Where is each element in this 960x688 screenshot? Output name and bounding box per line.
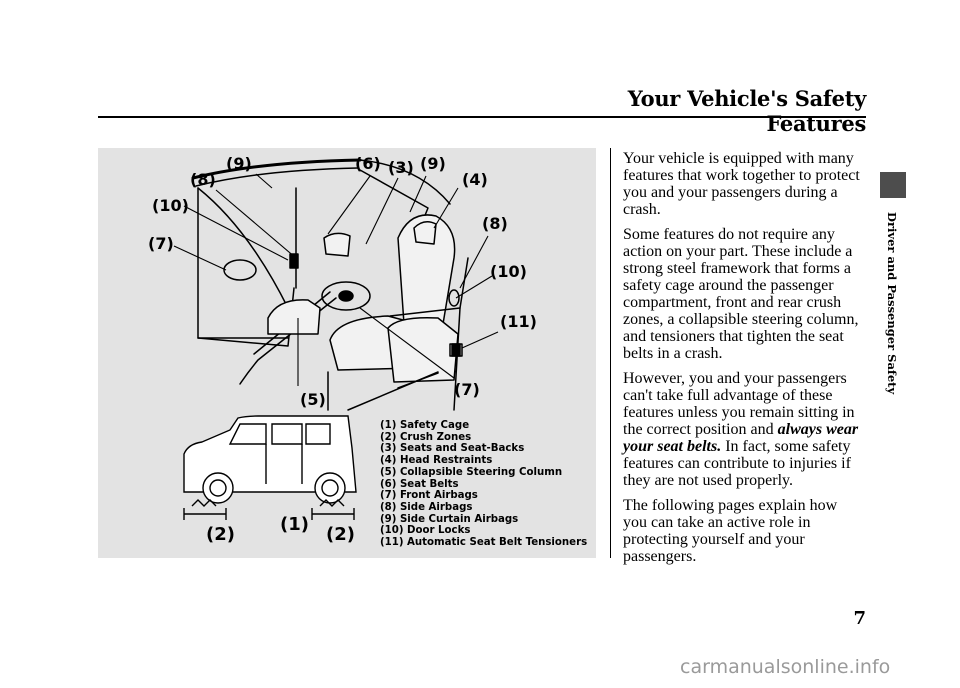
- callout-4: (4): [462, 170, 488, 189]
- callout-10b: (10): [490, 262, 527, 281]
- callout-2b: (2): [326, 524, 355, 545]
- callout-9b: (9): [420, 154, 446, 173]
- legend-item: (2) Crush Zones: [380, 431, 472, 443]
- column-divider: [610, 148, 611, 558]
- legend-item: (5) Collapsible Steering Column: [380, 466, 563, 478]
- page-title: Your Vehicle's Safety Features: [627, 86, 867, 136]
- legend-item: (9) Side Curtain Airbags: [380, 513, 519, 525]
- legend-item: (8) Side Airbags: [380, 501, 473, 513]
- callout-8b: (8): [482, 214, 508, 233]
- page-number: 7: [853, 608, 866, 629]
- legend-item: (7) Front Airbags: [380, 490, 478, 502]
- paragraph-intro: Your vehicle is equipped with many featu…: [623, 150, 860, 218]
- section-label: Driver and Passenger Safety: [885, 212, 899, 395]
- paragraph-seat-belts-start: However, you and your passengers can't t…: [623, 370, 855, 438]
- callout-6: (6): [355, 154, 381, 173]
- header-rule: [98, 116, 866, 118]
- section-tab-marker: [880, 172, 906, 198]
- legend-item: (3) Seats and Seat-Backs: [380, 443, 525, 455]
- watermark: carmanualsonline.info: [680, 656, 891, 678]
- callout-8a: (8): [190, 170, 216, 189]
- legend-item: (1) Safety Cage: [380, 420, 470, 431]
- interior-illustration: [173, 158, 499, 520]
- callout-7a: (7): [148, 234, 174, 253]
- paragraph-passive-features: Some features do not require any action …: [623, 226, 859, 362]
- callout-11: (11): [500, 312, 537, 331]
- emphasis-text: always wear your seat belts.: [623, 421, 859, 455]
- legend-item: (10) Door Locks: [380, 525, 471, 537]
- figure-legend: (1) Safety Cage (2) Crush Zones (3) Seat…: [380, 420, 587, 549]
- callout-10a: (10): [152, 196, 189, 215]
- legend-item: (4) Head Restraints: [380, 455, 493, 467]
- legend-item: (6) Seat Belts: [380, 478, 459, 490]
- callout-7b: (7): [454, 380, 480, 399]
- callout-3: (3): [388, 158, 414, 177]
- paragraph-seat-belts-end: In fact, some safety features can contri…: [623, 438, 851, 489]
- callout-1: (1): [280, 514, 309, 535]
- legend-item: (11) Automatic Seat Belt Tensioners: [380, 537, 588, 549]
- callout-9a: (9): [226, 154, 252, 173]
- callout-5: (5): [300, 390, 326, 409]
- paragraph-following-pages: The following pages explain how you can …: [623, 497, 838, 565]
- body-text: Your vehicle is equipped with many featu…: [623, 150, 863, 573]
- paragraph-seat-belts: However, you and your passengers can't t…: [623, 370, 863, 489]
- callout-2a: (2): [206, 524, 235, 545]
